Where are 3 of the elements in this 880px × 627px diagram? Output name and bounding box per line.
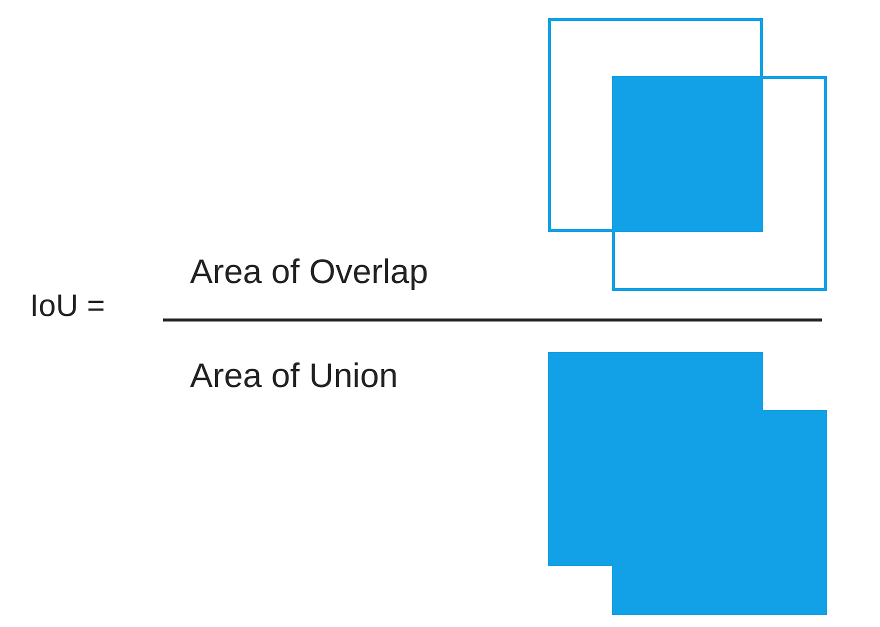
denominator-text: Area of Union xyxy=(190,356,398,396)
numerator-text: Area of Overlap xyxy=(190,252,428,292)
formula-label: IoU = xyxy=(30,287,105,325)
